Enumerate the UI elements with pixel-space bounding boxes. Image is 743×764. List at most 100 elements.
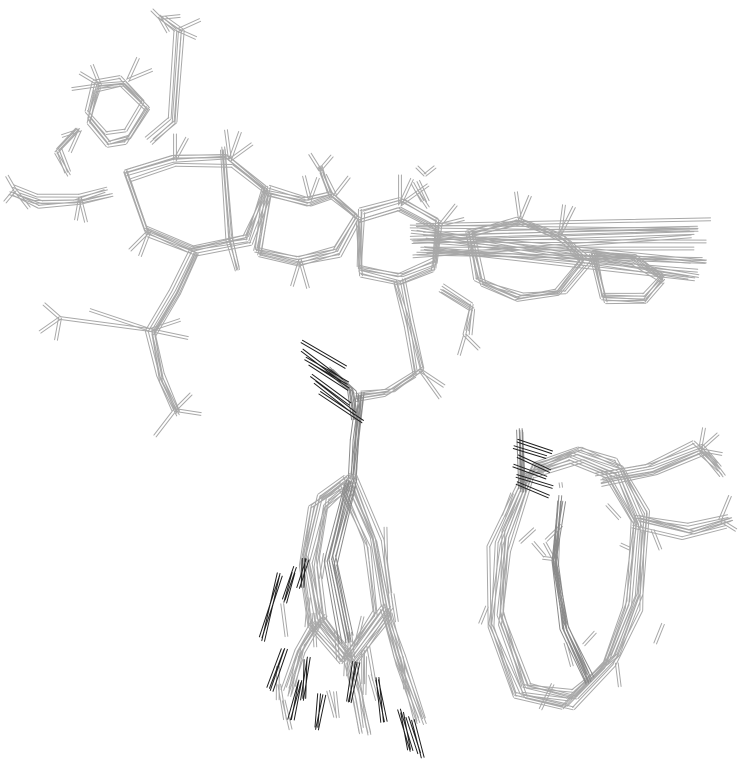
right-ring-bond bbox=[465, 231, 475, 281]
inset-ring-bond bbox=[488, 543, 501, 625]
left-arm-hydrogen-bond bbox=[74, 197, 80, 221]
lower-ring-bond bbox=[353, 475, 382, 542]
inset-stub-bond bbox=[543, 543, 553, 561]
ring-b-bond bbox=[125, 159, 174, 174]
right-ring-bond bbox=[514, 291, 557, 301]
inset-inner-bond bbox=[563, 621, 587, 675]
lower-ring-bond bbox=[317, 475, 345, 495]
ring-b-bond bbox=[197, 244, 252, 257]
lower-branch-bond bbox=[153, 290, 179, 332]
inset-arm-bond bbox=[644, 440, 694, 466]
inset-arm-bond bbox=[688, 517, 732, 531]
left-arm-bond bbox=[78, 186, 108, 195]
lower-branch-bond bbox=[159, 382, 178, 417]
inset-ring-bond bbox=[639, 510, 648, 594]
connector-bond bbox=[384, 370, 416, 390]
far-right-ring-bond bbox=[645, 278, 666, 300]
far-right-ring-bond bbox=[594, 255, 634, 263]
top-branch-bond bbox=[151, 123, 176, 145]
lower-branch-bond bbox=[147, 291, 172, 333]
lower-ring-bond bbox=[311, 562, 322, 624]
top-branch-bond bbox=[159, 18, 180, 34]
dark-terminal-bond bbox=[314, 693, 319, 728]
dark-acyl-bond bbox=[305, 356, 350, 383]
inset-ring-bond bbox=[488, 624, 521, 695]
ring-c-bond bbox=[306, 193, 333, 204]
dark-acyl-bond bbox=[310, 376, 350, 406]
inset-ring-bond bbox=[533, 446, 578, 463]
ring-b-bond bbox=[172, 158, 229, 163]
ring-c-bond bbox=[256, 249, 297, 260]
top-branch-bond bbox=[146, 119, 172, 140]
inset-arm-bond bbox=[651, 449, 701, 473]
ring-a-bond bbox=[56, 151, 71, 176]
ring-c-bond bbox=[328, 193, 355, 218]
inset-ring-bond bbox=[620, 467, 648, 513]
linker-bond bbox=[355, 438, 360, 479]
inset-inner-bond bbox=[556, 495, 563, 556]
lower-tail-bond bbox=[296, 619, 316, 652]
dark-terminal-bond bbox=[258, 574, 281, 638]
lower-ring-bond bbox=[323, 560, 340, 645]
lower-stub-bond bbox=[277, 684, 285, 721]
inset-dark-link-bond bbox=[521, 428, 524, 490]
inset-ring-bond bbox=[631, 524, 640, 607]
lower-branch-hydrogen-bond bbox=[44, 302, 62, 318]
right-fan-bond bbox=[409, 224, 699, 229]
lower-ring-bond bbox=[319, 477, 347, 497]
inset-arm-bond bbox=[652, 450, 699, 469]
dark-terminal-bond bbox=[346, 661, 353, 702]
dark-acyl-bond bbox=[310, 362, 350, 389]
ring-b-hydrogen-bond bbox=[228, 142, 252, 160]
inset-ring-bond bbox=[525, 695, 575, 708]
inset-arm-bond bbox=[651, 446, 704, 467]
right-ring-bond bbox=[556, 259, 584, 292]
lower-right-bond bbox=[440, 288, 472, 309]
right-ring-bond bbox=[556, 262, 583, 294]
lower-stub-bond bbox=[383, 526, 386, 565]
inset-ring-bond bbox=[568, 459, 608, 476]
inset-dark-bond bbox=[516, 441, 553, 455]
lower-stub-bond bbox=[402, 656, 407, 690]
ring-b-bond bbox=[171, 154, 227, 156]
right-ring-bond bbox=[559, 264, 585, 296]
right-fan-bond bbox=[409, 227, 699, 232]
ring-b-bond bbox=[232, 239, 240, 270]
ring-a-bond bbox=[94, 83, 122, 90]
connector-bond bbox=[409, 319, 418, 373]
connector-hydrogen-bond bbox=[420, 368, 446, 386]
lower-stub-bond bbox=[333, 691, 337, 719]
ring-a-bond bbox=[58, 148, 68, 173]
lower-right-bond bbox=[468, 308, 473, 335]
inset-inner-bond bbox=[565, 620, 590, 674]
inset-stub-bond bbox=[650, 530, 660, 551]
inset-ring-bond bbox=[533, 453, 579, 467]
ring-c-hydrogen-bond bbox=[318, 154, 332, 170]
ring-a-bond bbox=[123, 108, 146, 143]
inset-arm-bond bbox=[655, 450, 707, 473]
ring-b-bond bbox=[220, 149, 227, 241]
inset-arm-bond bbox=[700, 446, 720, 469]
right-ring-bond bbox=[474, 280, 515, 301]
lower-right-hydrogen-bond bbox=[463, 335, 479, 351]
inset-ring-bond bbox=[614, 472, 637, 526]
inset-ring-bond bbox=[522, 684, 574, 690]
ring-d-bond bbox=[400, 268, 436, 285]
ring-c-bond bbox=[259, 194, 272, 256]
inset-stub-bond bbox=[614, 662, 619, 688]
top-branch-bond bbox=[167, 29, 175, 119]
ring-a-bond bbox=[55, 149, 66, 174]
ring-b-hydrogen-bond bbox=[228, 131, 240, 160]
ring-a-bond bbox=[54, 153, 69, 177]
dark-terminal-bond bbox=[284, 567, 297, 601]
far-right-ring-bond bbox=[630, 258, 662, 279]
ring-c-bond bbox=[339, 218, 359, 254]
top-branch-bond bbox=[176, 30, 185, 123]
inset-dark-link-bond bbox=[516, 429, 520, 490]
inset-stub-bond bbox=[518, 527, 535, 542]
ring-d-bond bbox=[359, 199, 401, 212]
dark-terminal-bond bbox=[296, 558, 307, 588]
ring-d-bond bbox=[397, 257, 435, 275]
lower-ring-bond bbox=[373, 542, 390, 619]
lower-ring-bond bbox=[305, 553, 318, 620]
